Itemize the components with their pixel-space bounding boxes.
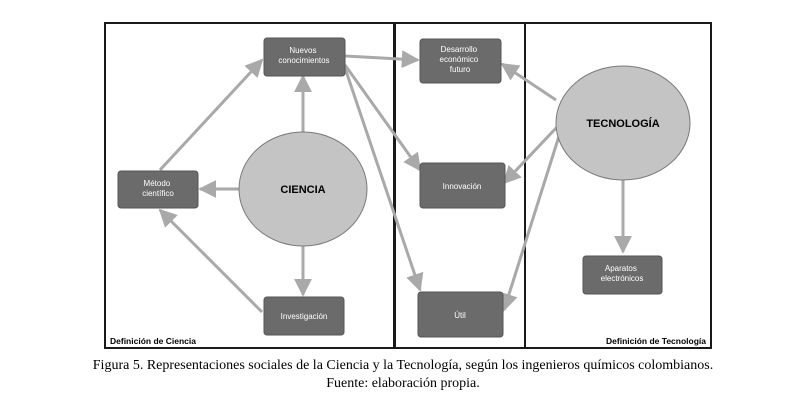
node-innovacion: Innovación [419,162,506,209]
node-util-line1: Útil [454,311,466,320]
svg-text:Aparatos electrónicos: Aparatos electrónicos [601,264,644,283]
node-desarrollo-line1: Desarrollo [441,45,478,54]
arrows [158,50,632,314]
diagram: CIENCIA TECNOLOGÍA Nuevos conocimientos … [104,22,712,349]
svg-text:Nuevos conocimientos: Nuevos conocimientos [278,46,329,65]
figure-caption: Figura 5. Representaciones sociales de l… [92,358,714,373]
node-metodo-line1: Método [144,179,171,188]
arrow-nuevos-desarrollo [344,50,420,69]
node-desarrollo-line2: económico [440,55,479,64]
node-nuevos-line2: conocimientos [278,56,329,65]
arrow-tecnologia-desarrollo [500,62,557,102]
node-innovacion-line1: Innovación [443,182,482,191]
node-aparatos-line2: electrónicos [601,274,644,283]
panel-tecnologia [524,22,712,349]
node-util: Útil [417,291,504,338]
node-metodo-line2: científico [142,189,174,198]
node-aparatos-electronicos: Aparatos electrónicos [582,255,663,295]
circle-tecnologia [555,65,691,181]
panel-label-tecnologia: Definición de Tecnología [606,336,706,346]
arrow-tecnologia-innovacion [502,124,560,185]
circle-tecnologia-label: TECNOLOGÍA [586,117,659,130]
node-investigacion: Investigación [263,296,345,336]
figure-source: Fuente: elaboración propia. [326,376,480,391]
arrow-nuevos-util [343,67,424,292]
arrow-investigacion-metodo [158,208,264,314]
svg-text:Útil: Útil [454,311,466,320]
node-metodo-cientifico: Método científico [117,170,199,209]
arrow-tecnologia-util [500,132,562,312]
node-investigacion-line1: Investigación [281,312,328,321]
svg-text:Desarrollo económico: Desarrollo económico futuro [440,45,481,74]
circle-ciencia [238,131,368,247]
svg-text:Investigación: Investigación [281,312,328,321]
node-desarrollo-economico: Desarrollo económico futuro [419,38,502,84]
circle-ciencia-label: CIENCIA [280,184,325,196]
node-nuevos-line1: Nuevos [289,46,316,55]
node-nuevos-conocimientos: Nuevos conocimientos [263,37,346,77]
arrow-nuevos-innovacion [343,64,422,172]
svg-text:Método científico: Método científico [142,179,174,198]
svg-text:Innovación: Innovación [443,182,482,191]
node-desarrollo-line3: futuro [450,65,471,74]
arrow-metodo-nuevos [158,58,264,172]
node-aparatos-line1: Aparatos [605,264,637,273]
panel-label-ciencia: Definición de Ciencia [110,336,196,346]
